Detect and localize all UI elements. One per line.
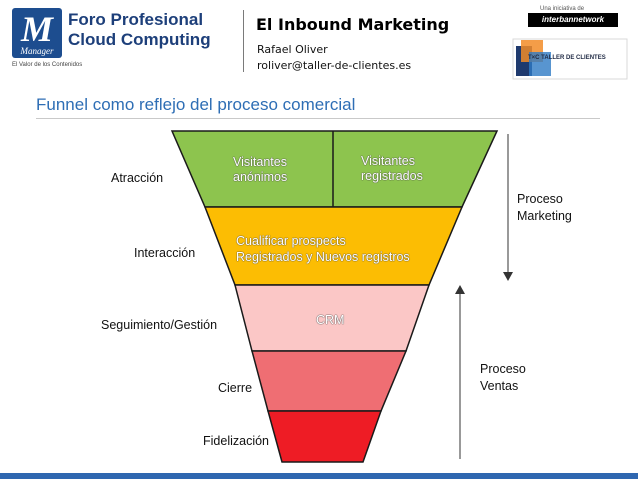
stage-label-interaccion: Interacción <box>134 246 196 260</box>
funnel-stage-loyalty <box>267 410 383 463</box>
tdc-logo-frame <box>512 38 628 80</box>
stage-label-cierre: Cierre <box>218 381 253 395</box>
qualify-prospects-label-line-1: Cualificar prospects <box>236 234 346 248</box>
stage-label-seguimiento: Seguimiento/Gestión <box>101 318 218 332</box>
funnel-stage-close <box>251 350 408 412</box>
tdc-text: T×C TALLER DE CLIENTES <box>528 55 606 61</box>
stage-label-fidelizacion: Fidelización <box>203 434 270 448</box>
anonymous-visitors-label-line-2: anónimos <box>233 170 288 184</box>
logo-letter: M <box>20 9 53 49</box>
registered-visitors-label-line-1: Visitantes <box>361 154 415 168</box>
crm-label: CRM <box>316 313 345 327</box>
stage-label-atraccion: Atracción <box>111 171 164 185</box>
initiative-label: Una iniciativa de <box>540 6 585 12</box>
marketing-process-label-line-2: Marketing <box>517 209 572 223</box>
marketing-arrow-head <box>503 272 513 281</box>
footer-bar <box>0 473 638 479</box>
deck-title: El Inbound Marketing <box>256 15 450 34</box>
qualify-prospects-label-line-2: Registrados y Nuevos registros <box>236 250 410 264</box>
brand-tagline: El Valor de los Contenidos <box>12 62 83 68</box>
slide-title: Funnel como reflejo del proceso comercia… <box>36 95 356 114</box>
header-divider <box>243 10 244 72</box>
brand-line-1: Foro Profesional <box>68 10 204 29</box>
title-rule <box>36 118 600 119</box>
registered-visitors-label-line-2: registrados <box>361 169 423 183</box>
author-email: roliver@taller-de-clientes.es <box>257 59 412 72</box>
sales-process-label-line-1: Proceso <box>480 362 526 376</box>
anonymous-visitors-label-line-1: Visitantes <box>233 155 287 169</box>
logo-sub: Manager <box>20 46 54 56</box>
interbannetwork-logo: interbannetwork <box>528 13 618 27</box>
sales-process-label-line-2: Ventas <box>480 379 519 393</box>
forum-logo: M Manager <box>12 8 62 58</box>
author-name: Rafael Oliver <box>257 43 328 56</box>
tdc-logo-blue-square <box>529 52 551 76</box>
marketing-process-label-line-1: Proceso <box>517 192 563 206</box>
brand-line-2: Cloud Computing <box>68 30 211 49</box>
tdc-logo <box>512 38 628 80</box>
funnel-stage-attraction <box>170 130 499 208</box>
sales-arrow-head <box>455 285 465 294</box>
